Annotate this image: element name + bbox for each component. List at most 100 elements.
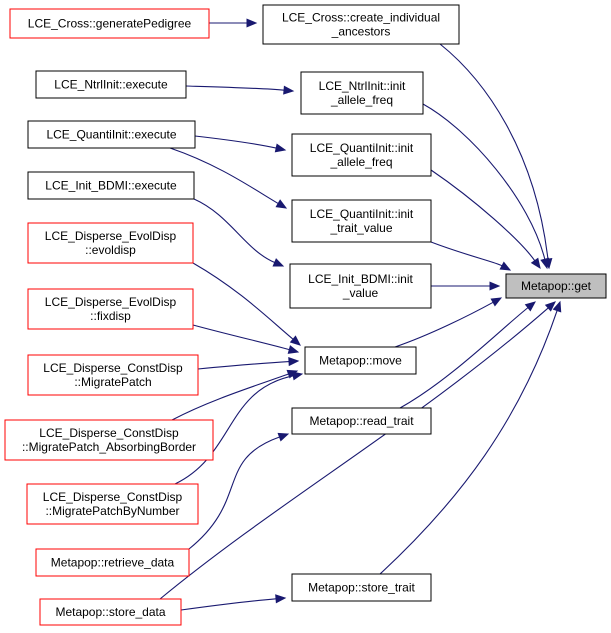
edge-retrieve-data-to-metapop-read-trait — [188, 432, 290, 550]
arrowhead — [274, 143, 287, 153]
edge-bdmi-execute-to-bdmi-init-value — [193, 198, 285, 267]
node-box — [291, 407, 432, 435]
node-migratepatch[interactable]: LCE_Disperse_ConstDisp::MigratePatch — [27, 354, 199, 396]
edge-store-trait-to-metapop-get — [379, 300, 562, 575]
node-label: LCE_Init_BDMI::init — [308, 272, 413, 286]
edge-fixdisp-to-metapop-move — [192, 324, 300, 354]
edge-line — [192, 262, 294, 340]
node-box — [27, 288, 194, 330]
node-label: ::MigratePatchByNumber — [45, 504, 179, 518]
edge-evoldisp-to-metapop-move — [192, 262, 301, 346]
arrowhead — [524, 301, 537, 312]
node-store-trait[interactable]: Metapop::store_trait — [291, 573, 432, 602]
node-label: Metapop::read_trait — [309, 414, 414, 428]
node-quanti-init-allele[interactable]: LCE_QuantiInit::init_allele_freq — [291, 133, 432, 177]
node-box — [9, 8, 210, 39]
edge-migratepatch-bynumber-to-metapop-move — [174, 371, 304, 485]
node-box — [505, 273, 607, 299]
node-box — [262, 4, 460, 45]
arrowhead — [552, 300, 562, 313]
node-box — [291, 133, 432, 177]
edge-line — [422, 103, 546, 260]
edge-line — [188, 436, 280, 550]
node-box — [291, 573, 432, 602]
node-metapop-read-trait[interactable]: Metapop::read_trait — [291, 407, 432, 435]
arrowhead — [287, 345, 300, 354]
arrowhead — [275, 594, 287, 604]
node-label: Metapop::store_trait — [308, 581, 415, 595]
edge-migratepatch-to-metapop-move — [197, 357, 300, 370]
node-label: LCE_QuantiInit::execute — [46, 128, 176, 142]
node-generatePedigree[interactable]: LCE_Cross::generatePedigree — [9, 8, 210, 39]
edge-line — [439, 43, 549, 260]
node-label: LCE_Disperse_ConstDisp — [43, 490, 183, 504]
node-label: Metapop::move — [319, 354, 402, 368]
node-bdmi-init-value[interactable]: LCE_Init_BDMI::init_value — [289, 263, 432, 309]
node-box — [26, 483, 199, 525]
edge-bdmi-init-value-to-metapop-get — [430, 281, 501, 291]
node-ntrl-execute[interactable]: LCE_NtrlInit::execute — [35, 70, 187, 99]
arrowhead — [246, 18, 258, 28]
node-box — [35, 548, 190, 577]
node-label: LCE_Init_BDMI::execute — [45, 179, 177, 193]
node-fixdisp[interactable]: LCE_Disperse_EvolDisp::fixdisp — [27, 288, 194, 330]
edge-line — [171, 373, 289, 421]
node-box — [27, 120, 196, 149]
node-label: _allele_freq — [329, 155, 392, 169]
edge-quanti-execute-to-quanti-init-trait — [169, 147, 288, 209]
node-bdmi-execute[interactable]: LCE_Init_BDMI::execute — [27, 171, 195, 200]
edge-line — [185, 85, 285, 91]
nodes-layer: LCE_Cross::generatePedigree LCE_Cross::cr… — [4, 4, 607, 626]
edge-create-ancestors-to-metapop-get — [439, 43, 553, 270]
edge-line — [180, 598, 277, 611]
edge-line — [159, 307, 549, 600]
arrowhead — [490, 297, 503, 307]
node-box — [39, 598, 182, 626]
node-create-ancestors[interactable]: LCE_Cross::create_individual_ancestors — [262, 4, 460, 45]
edge-store-data-to-metapop-get — [159, 301, 556, 600]
node-label: _value — [342, 286, 379, 300]
node-quanti-init-trait[interactable]: LCE_QuantiInit::init_trait_value — [291, 199, 432, 243]
arrowhead — [540, 257, 550, 270]
edge-quanti-init-trait-to-metapop-get — [430, 241, 512, 271]
arrowhead — [489, 281, 501, 291]
node-label: Metapop::retrieve_data — [51, 556, 175, 570]
node-label: _ancestors — [331, 25, 391, 39]
edge-line — [197, 360, 290, 370]
edge-metapop-read-trait-to-metapop-get — [399, 301, 537, 409]
node-label: ::fixdisp — [90, 309, 131, 323]
node-migratepatch-bynumber[interactable]: LCE_Disperse_ConstDisp::MigratePatchByNu… — [26, 483, 199, 525]
node-box — [35, 70, 187, 99]
node-ntrl-init-allele[interactable]: LCE_NtrlInit::init_allele_freq — [300, 71, 424, 115]
edge-line — [394, 301, 494, 348]
node-evoldisp[interactable]: LCE_Disperse_EvolDisp::evoldisp — [27, 222, 194, 264]
node-store-data[interactable]: Metapop::store_data — [39, 598, 182, 626]
edge-line — [399, 307, 529, 409]
node-label: LCE_Disperse_EvolDisp — [45, 229, 177, 243]
edge-metapop-move-to-metapop-get — [394, 297, 503, 348]
edge-store-data-to-store-trait — [180, 594, 287, 611]
node-label: ::MigratePatch_AbsorbingBorder — [22, 440, 196, 454]
arrowhead — [288, 357, 300, 367]
node-retrieve-data[interactable]: Metapop::retrieve_data — [35, 548, 190, 577]
node-quanti-execute[interactable]: LCE_QuantiInit::execute — [27, 120, 196, 149]
node-box — [27, 222, 194, 264]
node-box — [4, 419, 214, 461]
node-label: _allele_freq — [330, 93, 393, 107]
node-label: LCE_Cross::generatePedigree — [28, 17, 192, 31]
node-label: LCE_NtrlInit::execute — [54, 78, 168, 92]
edge-line — [430, 169, 536, 261]
edge-line — [169, 147, 279, 204]
node-migratepatch-absorbing[interactable]: LCE_Disperse_ConstDisp::MigratePatch_Abs… — [4, 419, 214, 461]
arrowhead — [499, 261, 512, 271]
arrowhead — [272, 258, 285, 267]
node-metapop-get: Metapop::get — [505, 273, 607, 299]
edge-ntrl-execute-to-ntrl-init-allele — [185, 85, 295, 95]
node-metapop-move[interactable]: Metapop::move — [304, 346, 417, 375]
node-label: LCE_QuantiInit::init — [310, 207, 414, 221]
arrowhead — [289, 335, 301, 346]
node-box — [27, 171, 195, 200]
node-label: Metapop::get — [521, 279, 592, 293]
edge-line — [192, 324, 290, 351]
